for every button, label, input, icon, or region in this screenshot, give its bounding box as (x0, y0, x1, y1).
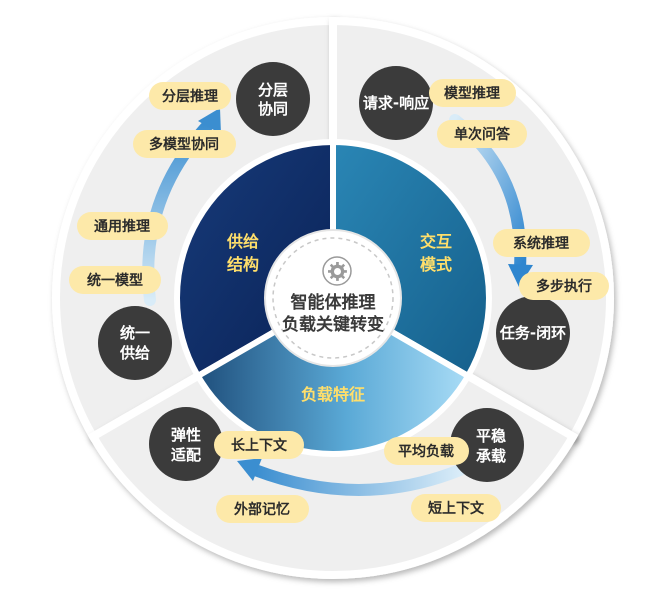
segment-interaction-line1: 交互 (420, 232, 452, 251)
node-elastic-line1: 弹性 (171, 426, 201, 444)
node-stable-line2: 承载 (476, 447, 506, 465)
segment-supply-line1: 供给 (226, 232, 259, 251)
node-layered-line1: 分层 (258, 81, 288, 99)
node-layered-line2: 协同 (258, 100, 288, 118)
pill-layered-reasoning: 分层推理 (149, 82, 231, 110)
segment-load-label: 负载特征 (301, 385, 365, 404)
svg-text:统一模型: 统一模型 (87, 272, 143, 289)
svg-text:短上下文: 短上下文 (428, 500, 485, 517)
svg-text:平均负载: 平均负载 (398, 443, 454, 460)
node-task-label: 任务-闭环 (499, 324, 566, 342)
node-unified-line1: 统一 (120, 324, 150, 342)
pill-multi-step: 多步执行 (519, 272, 609, 300)
svg-text:模型推理: 模型推理 (444, 85, 500, 102)
node-request-label: 请求-响应 (363, 94, 429, 112)
segment-supply-line2: 结构 (226, 255, 259, 274)
svg-text:长上下文: 长上下文 (231, 437, 288, 454)
node-elastic: 弹性 适配 (149, 407, 223, 481)
pill-short-context: 短上下文 (411, 494, 501, 522)
center-title-line1: 智能体推理 (291, 292, 376, 313)
node-elastic-line2: 适配 (171, 446, 201, 464)
node-stable: 平稳 承载 (450, 408, 524, 482)
node-task: 任务-闭环 (496, 296, 570, 370)
pill-system-reasoning: 系统推理 (493, 229, 590, 257)
node-unified-line2: 供给 (119, 344, 150, 362)
segment-load (193, 294, 473, 457)
center-title-line2: 负载关键转变 (282, 314, 384, 335)
node-layered: 分层 协同 (236, 62, 310, 136)
pill-long-context: 长上下文 (214, 431, 304, 459)
svg-text:系统推理: 系统推理 (513, 235, 569, 252)
pill-model-reasoning: 模型推理 (429, 79, 516, 107)
segment-interaction-line2: 模式 (420, 255, 452, 274)
pill-single-qa: 单次问答 (437, 120, 527, 148)
node-stable-line1: 平稳 (476, 427, 506, 445)
pill-unified-model: 统一模型 (69, 266, 161, 294)
pill-external-memory: 外部记忆 (216, 495, 309, 523)
node-request: 请求-响应 (359, 66, 433, 140)
pill-avg-load: 平均负载 (384, 437, 469, 465)
svg-text:通用推理: 通用推理 (94, 218, 150, 235)
svg-text:多模型协同: 多模型协同 (149, 136, 219, 153)
svg-text:单次问答: 单次问答 (454, 126, 511, 143)
svg-text:分层推理: 分层推理 (162, 88, 218, 105)
svg-text:外部记忆: 外部记忆 (234, 501, 290, 518)
svg-text:多步执行: 多步执行 (536, 278, 592, 295)
center-hub: 智能体推理 负载关键转变 (264, 229, 402, 367)
arrow-load (249, 464, 466, 496)
pill-multi-model: 多模型协同 (133, 130, 236, 158)
gear-icon (322, 256, 352, 286)
node-unified: 统一 供给 (98, 306, 172, 380)
pill-general-reasoning: 通用推理 (77, 212, 168, 240)
